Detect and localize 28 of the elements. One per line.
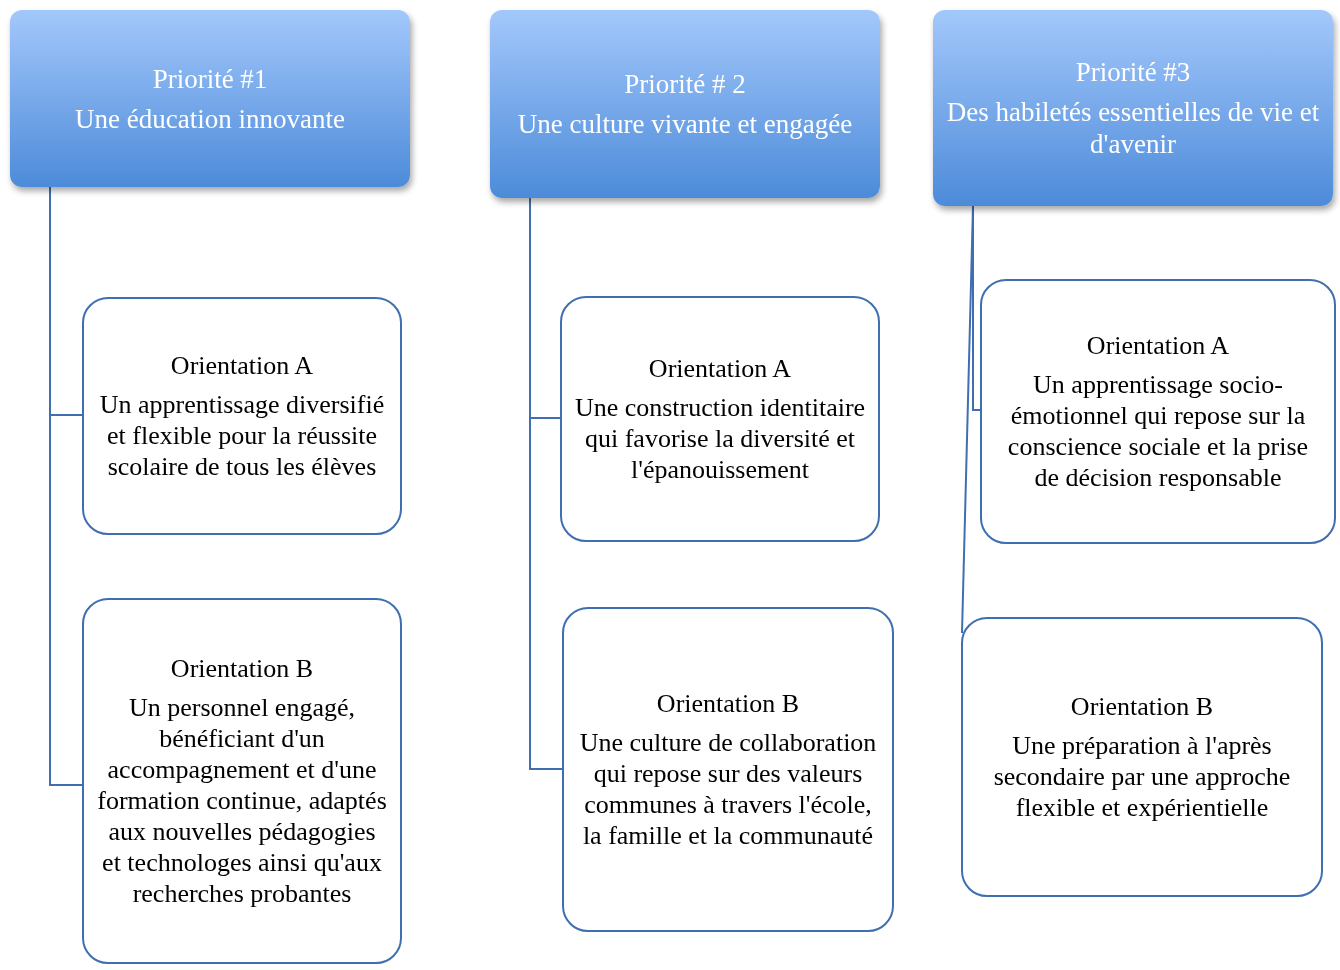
priority-subtitle: Une culture vivante et engagée	[517, 108, 853, 140]
connector-line	[961, 205, 974, 634]
priority-title: Priorité # 2	[624, 68, 746, 100]
orientation-box	[82, 297, 402, 535]
orientation-title: Orientation B	[656, 688, 800, 719]
orientation-description: Une préparation à l'après secondaire par une approche flexible et expérientielle	[992, 730, 1292, 823]
priority-header-box	[10, 10, 410, 187]
priority-title: Priorité #1	[152, 62, 268, 95]
orientation-description: Une culture de collaboration qui repose sur des valeurs communes à travers l'école, la famille et la communauté	[578, 727, 878, 851]
priority-title: Priorité #3	[1075, 56, 1191, 88]
orientation-box	[961, 617, 1323, 897]
priority-subtitle: Une éducation innovante	[75, 102, 345, 135]
orientation-description: Un personnel engagé, bénéficiant d'un accompagnement et d'une formation continue, adaptés aux nouvelles pédagogies et technologes ainsi qu'aux recherches probantes	[96, 692, 388, 909]
orientation-title: Orientation B	[1070, 691, 1214, 722]
priority-header-box	[490, 10, 880, 198]
orientation-description: Une construction identitaire qui favorise la diversité et l'épanouissement	[574, 392, 866, 485]
orientation-box	[562, 607, 894, 932]
orientation-box	[560, 296, 880, 542]
orientation-title: Orientation A	[170, 350, 314, 381]
orientation-title: Orientation B	[170, 653, 314, 684]
orientation-description: Un apprentissage socio-émotionnel qui repose sur la conscience sociale et la prise de décision responsable	[1006, 369, 1310, 493]
orientation-box	[980, 279, 1336, 544]
orientation-box	[82, 598, 402, 964]
orientation-title: Orientation A	[1086, 330, 1230, 361]
orientation-title: Orientation A	[648, 353, 792, 384]
orientation-description: Un apprentissage diversifié et flexible pour la réussite scolaire de tous les élèves	[98, 389, 386, 482]
priority-subtitle: Des habiletés essentielles de vie et d'avenir	[945, 96, 1321, 160]
priority-header-box	[933, 10, 1333, 206]
